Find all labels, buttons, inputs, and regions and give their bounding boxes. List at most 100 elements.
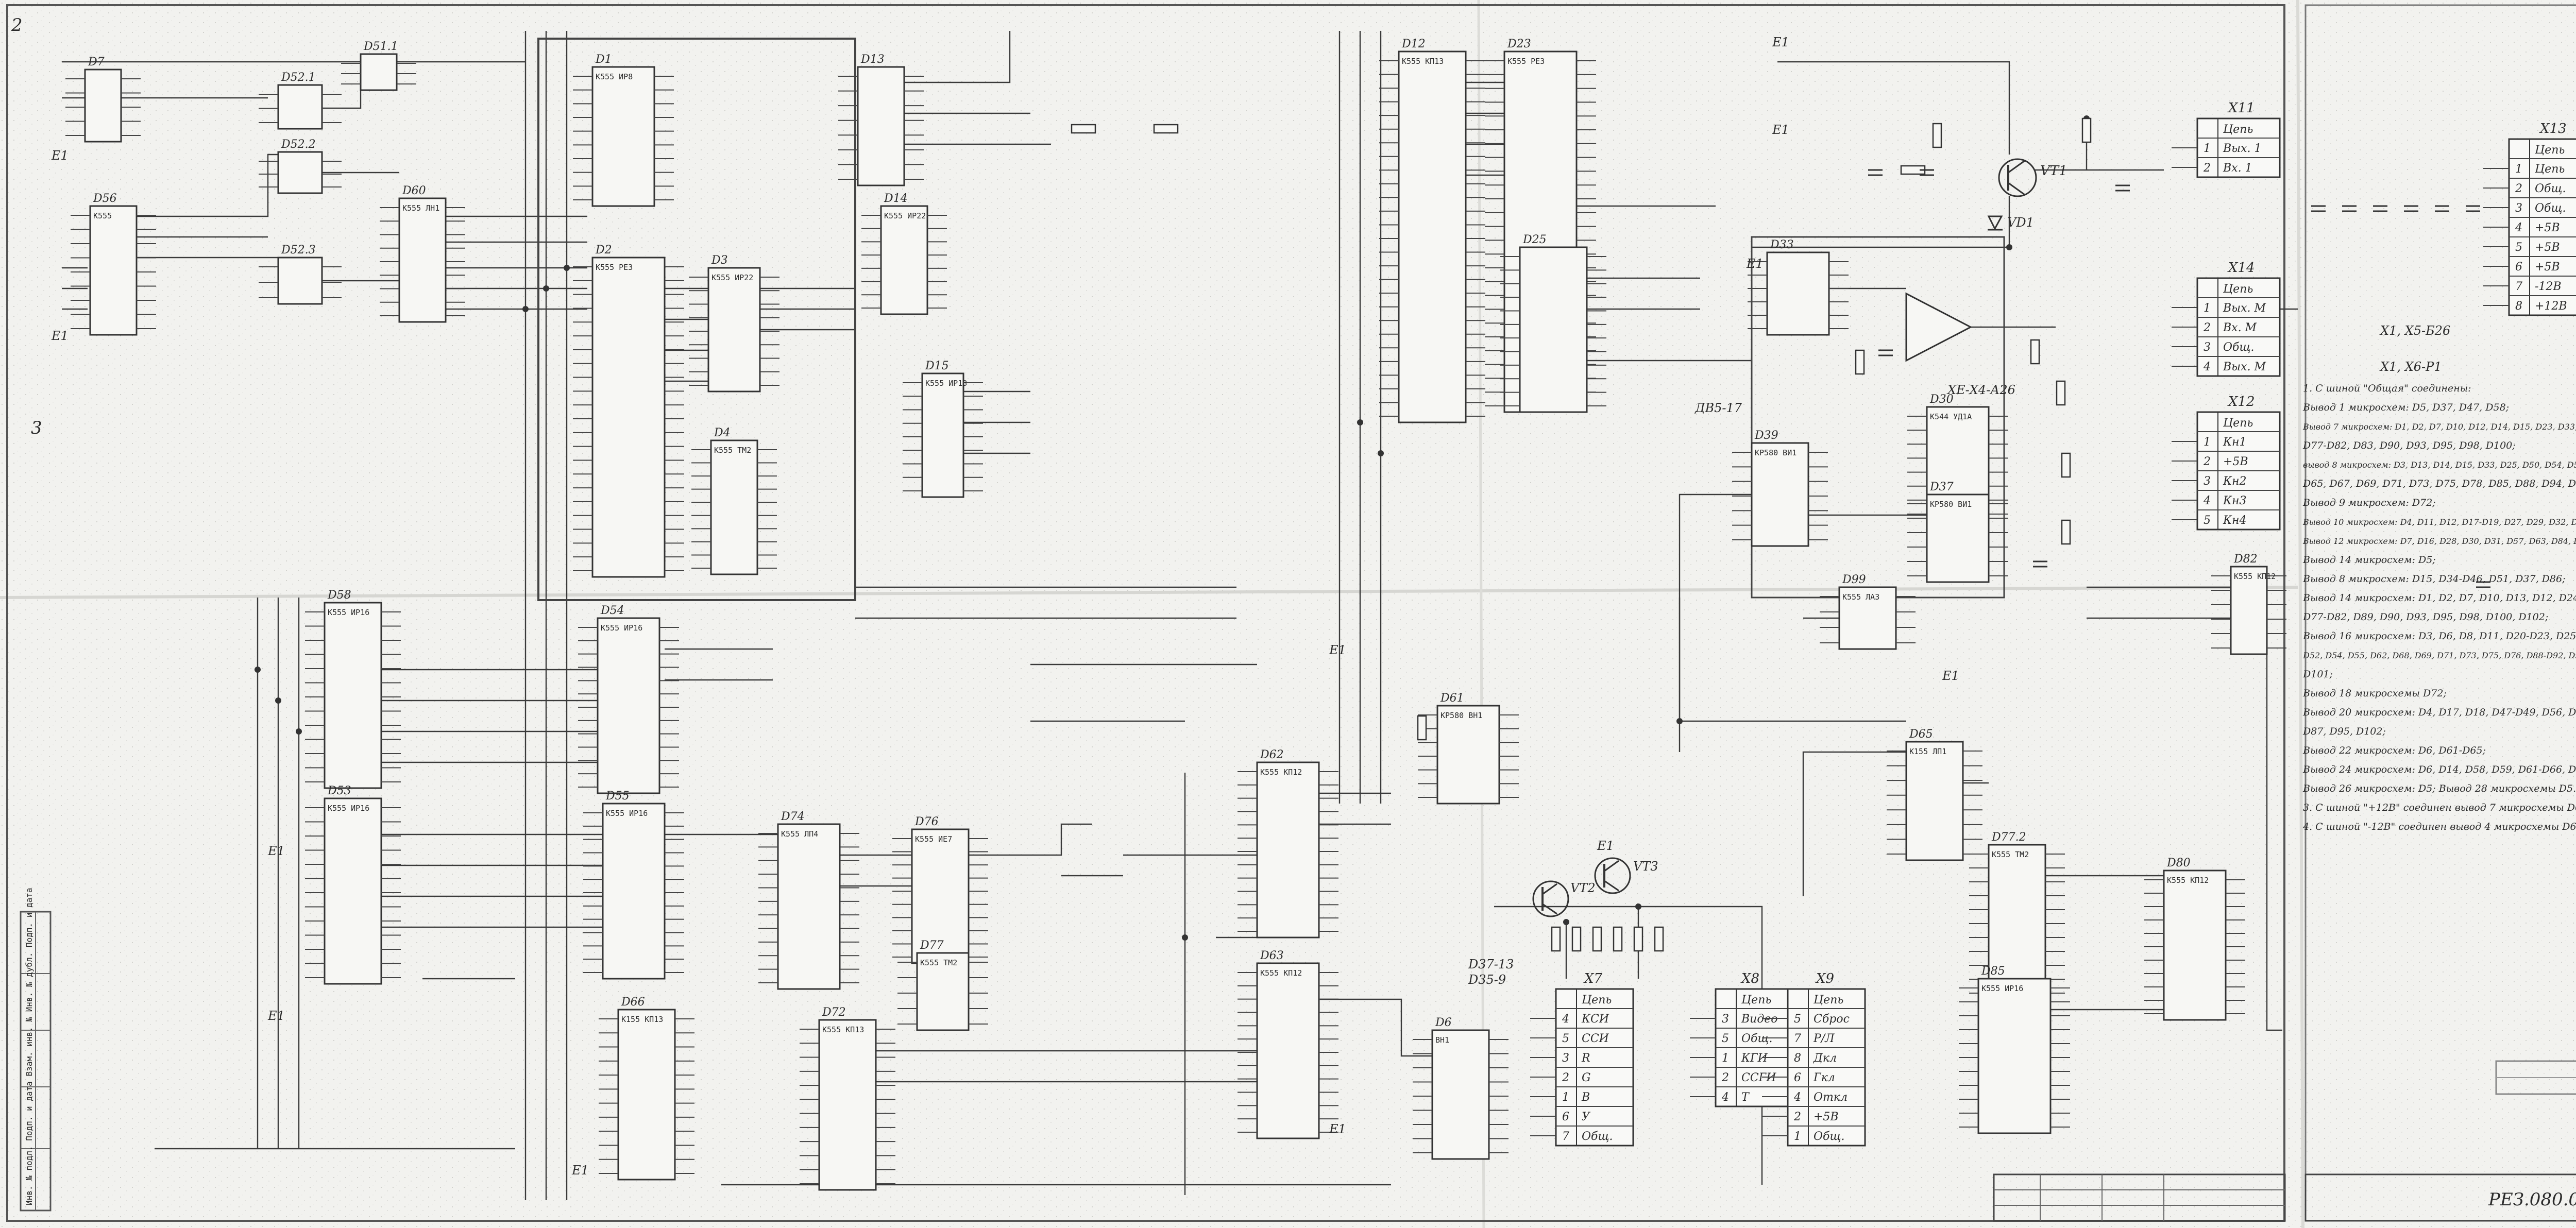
- chip-d52-2: D52.2: [259, 138, 342, 194]
- chip-type: К555 ИЕ7: [915, 834, 952, 844]
- connector-ref: X14: [2227, 260, 2255, 276]
- chip-type: К555 КП13: [1402, 57, 1444, 66]
- vt3-label: VT3: [1633, 859, 1658, 874]
- chip-ref: D7: [88, 56, 105, 69]
- chip-type: КР580 ВИ1: [1930, 500, 1972, 509]
- chip-ref: D3: [711, 254, 728, 267]
- connector-pin-number: 4: [1562, 1013, 1569, 1026]
- connector-pin-number: 1: [2204, 142, 2211, 155]
- opamp-d30: [1905, 292, 1973, 362]
- edge-marker-2: 2: [11, 15, 23, 36]
- connector-pin-number: 5: [2515, 241, 2522, 254]
- connector-pin-number: 3: [1562, 1052, 1569, 1065]
- connector-signal: -12В: [2535, 280, 2562, 293]
- chip-type: К555 ЛН1: [402, 203, 439, 213]
- connector-header: Цепь: [2223, 123, 2253, 136]
- connector-signal: G: [1582, 1071, 1591, 1084]
- chip-ref: D62: [1260, 748, 1284, 761]
- connector-pin-number: 2: [1562, 1071, 1569, 1084]
- connector-pin-number: 8: [1794, 1052, 1801, 1065]
- wire-label: Е1: [1942, 669, 1959, 683]
- side-stamp-strip: Инв. № подл. Подп. и дата Взам. инв. № И…: [20, 888, 52, 1212]
- connector-signal: Гкл: [1813, 1071, 1835, 1084]
- chip-ref: D4: [714, 427, 731, 439]
- connector-pin-number: 2: [1721, 1071, 1729, 1084]
- vd1-label: VD1: [2007, 215, 2034, 230]
- chip-type: К555 ЛА3: [1842, 592, 1879, 602]
- connector-signal: Вых. 1: [2223, 142, 2261, 155]
- chip-ref: D6: [1435, 1016, 1452, 1029]
- connector-pin-number: 6: [1562, 1111, 1569, 1123]
- connector-pin-number: 4: [1793, 1091, 1801, 1104]
- drawing-code: РЕЗ.080.026 ЭЗ: [2488, 1189, 2576, 1210]
- connector-signal: Вх. М: [2223, 321, 2257, 334]
- wire-label: Е1: [1597, 839, 1614, 853]
- chip-type: К555 ТМ2: [1992, 850, 2029, 859]
- connector-ref: X11: [2227, 100, 2255, 116]
- connector-pin-number: 2: [2515, 182, 2522, 195]
- connector-signal: У: [1582, 1111, 1591, 1123]
- connector-pin-number: 5: [2204, 514, 2211, 527]
- connector-signal: Дкл: [1813, 1052, 1837, 1065]
- connector-pin-number: 5: [1794, 1013, 1801, 1026]
- chip-ref: D61: [1440, 692, 1464, 705]
- connector-pin-number: 1: [1562, 1091, 1569, 1104]
- wire-label: Е1: [1772, 35, 1789, 49]
- connector-signal: +5В: [2535, 241, 2560, 254]
- chip-type: КР580 ВИ1: [1755, 448, 1797, 457]
- chip-ref: D23: [1507, 38, 1531, 50]
- chip-ref: D60: [402, 184, 426, 197]
- chip-ref: D30: [1929, 393, 1954, 406]
- connector-signal: Кн4: [2223, 514, 2247, 527]
- connector-pin-number: 5: [1722, 1032, 1729, 1045]
- connector-signal: Т: [1741, 1091, 1750, 1104]
- chip-ref: D63: [1260, 949, 1284, 962]
- wire-label: Е1: [267, 844, 285, 858]
- note-line: Вывод 1 микросхем: D5, D37, D47, D58;: [2302, 402, 2509, 413]
- connector-signal: Цепь: [2534, 163, 2565, 176]
- connector-header: Цепь: [2223, 283, 2253, 296]
- connector-signal: Видео: [1741, 1013, 1778, 1026]
- connector-signal: +12В: [2535, 300, 2567, 313]
- chip-type: К555 ЛП4: [781, 829, 818, 839]
- inventory-stamp: [2495, 1060, 2576, 1095]
- title-block: РЕЗ.080.026 ЭЗ: [1993, 1173, 2576, 1222]
- connector-pin-number: 8: [2515, 300, 2522, 313]
- note-line: Вывод 26 микросхем: D5; Вывод 28 микросх…: [2302, 783, 2576, 794]
- connector-pin-number: 3: [2204, 475, 2211, 488]
- chip-type: К555 ИР22: [711, 273, 753, 282]
- chip-type: К555 РЕ3: [596, 263, 633, 272]
- connector-pin-number: 7: [2515, 280, 2522, 293]
- wire-label: ДВ5-17: [1694, 401, 1742, 415]
- note-line: Вывод 14 микросхем: D5;: [2302, 554, 2436, 566]
- note-line: D77-D82, D89, D90, D93, D95, D98, D100, …: [2302, 611, 2548, 623]
- chip-ref: D65: [1909, 728, 1933, 741]
- passive-components: [1071, 117, 2490, 952]
- edge-marker-3: 3: [31, 418, 42, 438]
- wire-label: Е1: [267, 1009, 285, 1023]
- chip-type: К555 КП12: [2234, 572, 2276, 581]
- chip-d25: D25: [1500, 233, 1606, 413]
- chip-ref: D1: [595, 53, 612, 66]
- connector-pin-number: 2: [2203, 455, 2211, 468]
- chip-d13: D13: [838, 53, 924, 186]
- note-line: Вывод 14 микросхем: D1, D2, D7, D10, D13…: [2302, 592, 2576, 604]
- connector-signal: +5В: [2223, 455, 2248, 468]
- connector-pin-number: 1: [2204, 436, 2211, 449]
- note-line: Вывод 22 микросхем: D6, D61-D65;: [2302, 745, 2486, 756]
- connector-signal: Кн2: [2223, 475, 2247, 488]
- note-line: Вывод 9 микросхем: D72;: [2302, 497, 2436, 508]
